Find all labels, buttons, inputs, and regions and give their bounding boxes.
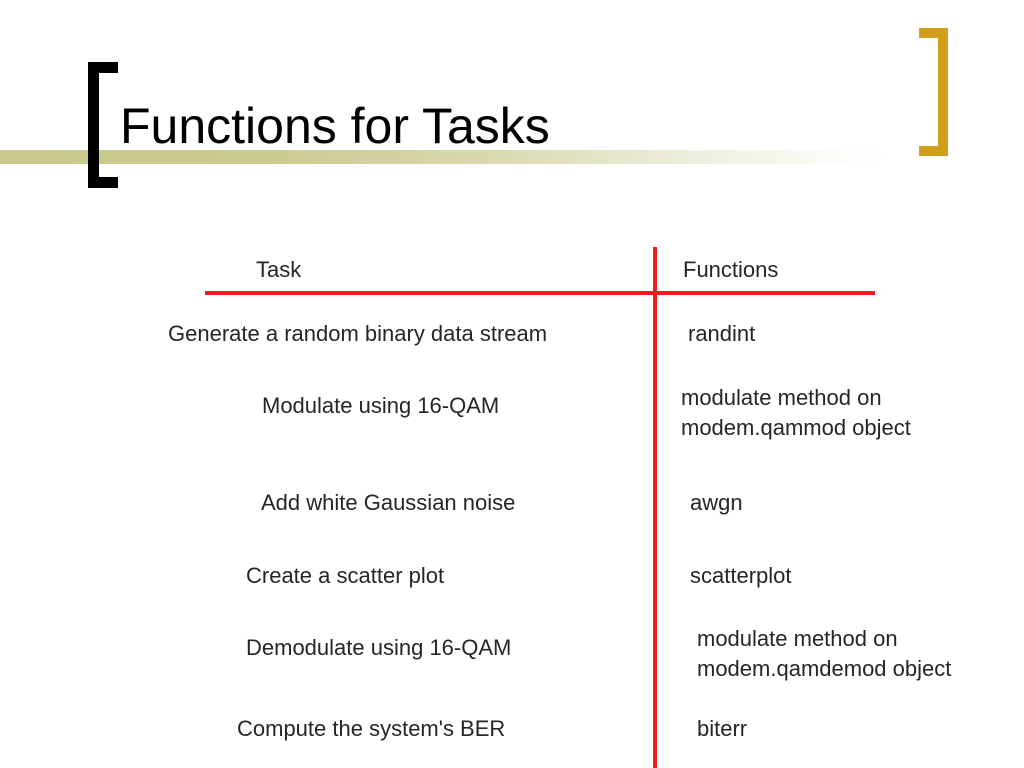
table-row-function-4: modulate method on modem.qamdemod object	[697, 626, 952, 681]
table-row-function-0: randint	[688, 321, 756, 346]
title-accent-bar	[0, 150, 890, 164]
table-row-task-2: Add white Gaussian noise	[261, 490, 516, 515]
left-bracket-stem	[88, 62, 99, 188]
column-header-task: Task	[256, 257, 302, 282]
table-header-rule	[205, 291, 875, 295]
page-title: Functions for Tasks	[120, 98, 550, 154]
table-row-function-2: awgn	[690, 490, 743, 515]
table-row-task-5: Compute the system's BER	[237, 716, 506, 741]
left-bracket-bottom-arm	[88, 177, 118, 188]
right-bracket-bottom-arm	[919, 146, 948, 156]
right-bracket-decoration	[918, 28, 948, 156]
table-row-task-4: Demodulate using 16-QAM	[246, 635, 512, 660]
table-row-task-1: Modulate using 16-QAM	[262, 393, 500, 418]
right-bracket-stem	[938, 28, 948, 156]
table-row-task-0: Generate a random binary data stream	[168, 321, 548, 346]
table-row-function-5: biterr	[697, 716, 748, 741]
left-bracket-top-arm	[88, 62, 118, 73]
right-bracket-top-arm	[919, 28, 948, 38]
table-row-function-3: scatterplot	[690, 563, 792, 588]
table-row-task-3: Create a scatter plot	[246, 563, 445, 588]
table-row-function-1: modulate method on modem.qammod object	[681, 385, 911, 440]
table-column-divider	[653, 247, 657, 768]
left-bracket-decoration	[88, 62, 120, 188]
column-header-functions: Functions	[683, 257, 779, 282]
